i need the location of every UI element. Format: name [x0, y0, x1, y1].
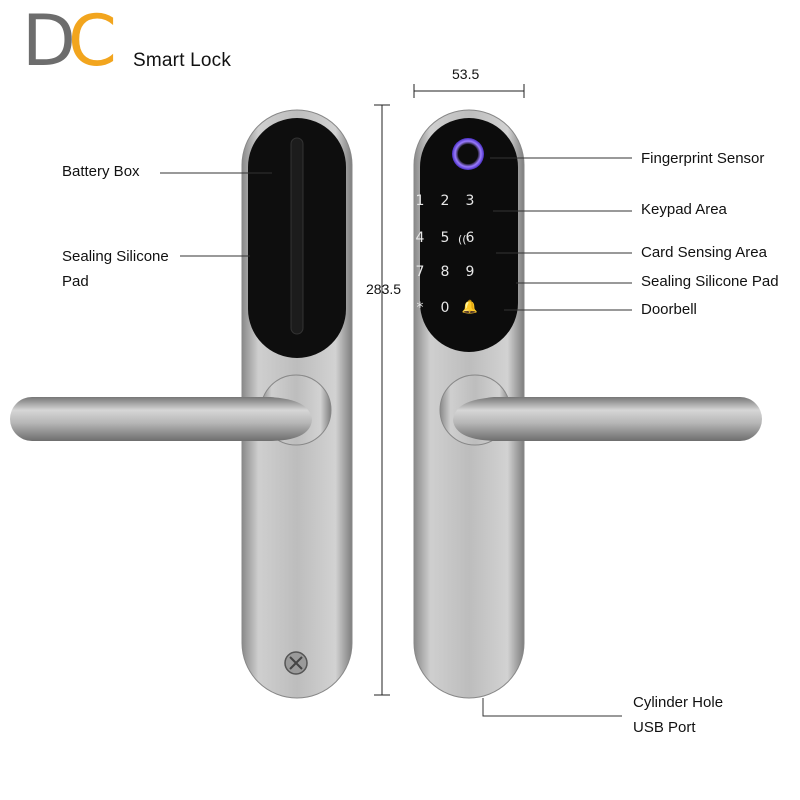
key-7: 7	[415, 264, 425, 280]
label-card-sensing-area: Card Sensing Area	[641, 244, 767, 261]
front-handle	[453, 397, 762, 441]
key-9: 9	[465, 264, 475, 280]
key-5: 5	[440, 230, 450, 246]
key-6: 6	[465, 230, 475, 246]
label-usb-port: USB Port	[633, 719, 696, 736]
key-3: 3	[465, 193, 475, 209]
label-sealing-pad-front: Sealing Silicone Pad	[641, 273, 779, 290]
key-0: 0	[440, 300, 450, 316]
key-star: *	[416, 300, 424, 316]
callout-lines	[160, 157, 632, 717]
key-1: 1	[415, 193, 425, 209]
label-sealing-pad-back: Sealing Silicone Pad	[62, 248, 169, 290]
key-4: 4	[415, 230, 425, 246]
product-title: Smart Lock	[133, 50, 232, 71]
label-cylinder-hole: Cylinder Hole	[633, 694, 724, 711]
label-battery-box: Battery Box	[62, 163, 140, 180]
height-dimension: 283.5	[366, 281, 402, 297]
key-2: 2	[440, 193, 450, 209]
dimension-lines	[374, 84, 525, 696]
doorbell-icon: 🔔	[461, 300, 479, 315]
width-dimension: 53.5	[452, 66, 480, 82]
label-doorbell: Doorbell	[641, 301, 697, 318]
logo-letter-c: C	[68, 0, 117, 82]
key-8: 8	[440, 264, 450, 280]
label-fingerprint-sensor: Fingerprint Sensor	[641, 150, 765, 167]
keypad-panel	[420, 118, 518, 352]
logo-letter-d: D	[22, 0, 76, 82]
back-handle	[10, 397, 312, 441]
card-sense-icon: ((·	[457, 233, 471, 246]
label-keypad-area: Keypad Area	[641, 201, 727, 218]
